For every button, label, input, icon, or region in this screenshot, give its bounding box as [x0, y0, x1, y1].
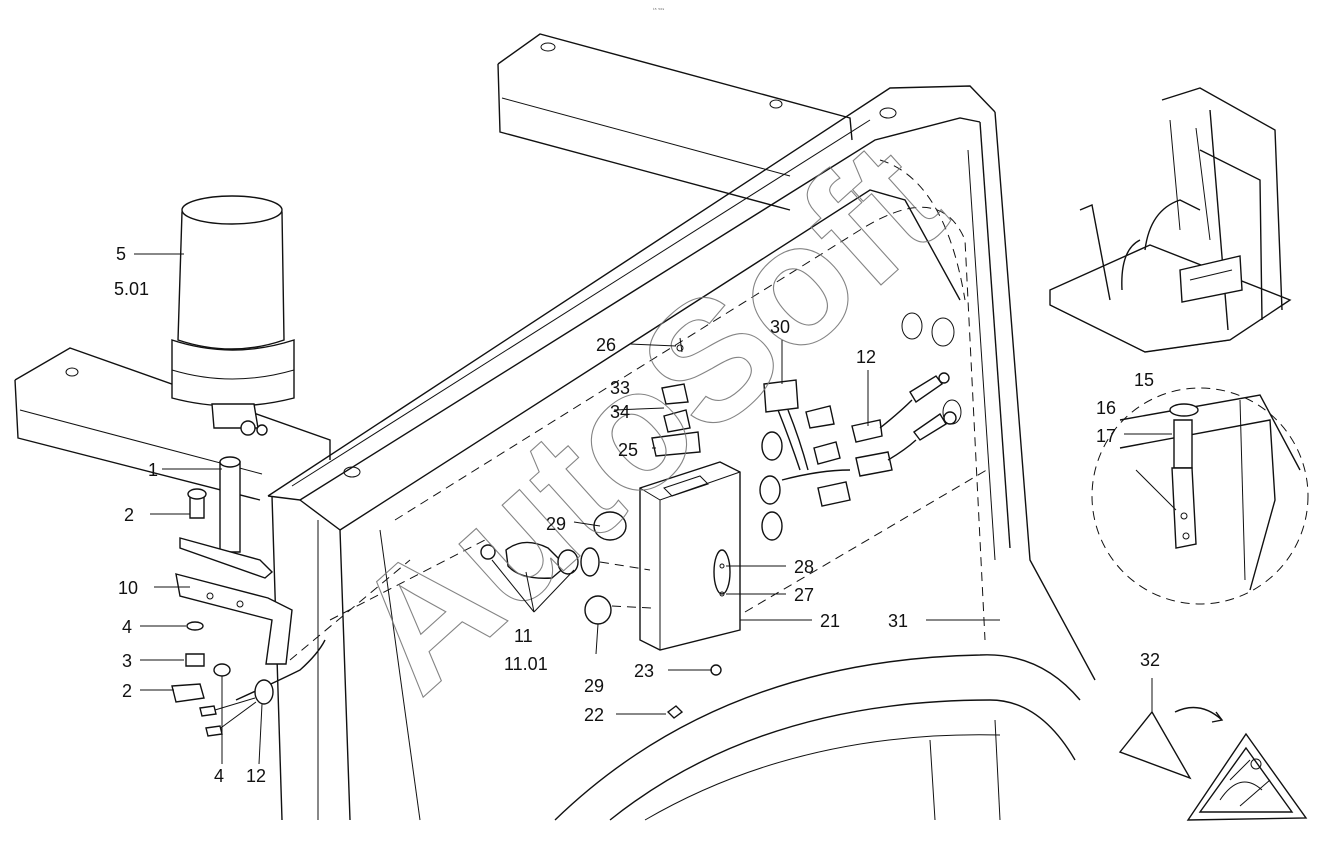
callout-21: 21	[820, 611, 840, 631]
callout-29-upper: 29	[546, 514, 566, 534]
callout-5-01: 5.01	[114, 279, 149, 299]
detail-circle	[1091, 387, 1309, 605]
callout-2-lower: 2	[122, 681, 132, 701]
callout-17: 17	[1096, 426, 1116, 446]
wiring-harness	[744, 372, 991, 613]
leader-lines	[134, 253, 1177, 765]
callout-4-lower: 4	[214, 766, 224, 786]
callout-34: 34	[610, 402, 630, 422]
callout-23: 23	[634, 661, 654, 681]
callout-31: 31	[888, 611, 908, 631]
switch-box	[480, 337, 741, 719]
callout-22: 22	[584, 705, 604, 725]
callout-12-right: 12	[856, 347, 876, 367]
beacon-mount	[171, 456, 486, 737]
callout-10: 10	[118, 578, 138, 598]
callout-26: 26	[596, 335, 616, 355]
callout-3: 3	[122, 651, 132, 671]
callout-4: 4	[122, 617, 132, 637]
callout-15: 15	[1134, 370, 1154, 390]
callout-33: 33	[610, 378, 630, 398]
callout-1: 1	[148, 460, 158, 480]
callout-2: 2	[124, 505, 134, 525]
tractor-overview-inset	[1049, 87, 1292, 353]
callout-30: 30	[770, 317, 790, 337]
callout-labels: 5 5.01 1 2 10 4 3 2 4 12 11 11.01 29 29 …	[114, 244, 1160, 786]
callout-28: 28	[794, 557, 814, 577]
beacon-lamp	[171, 195, 295, 436]
callout-5: 5	[116, 244, 126, 264]
callout-25: 25	[618, 440, 638, 460]
callout-11: 11	[514, 626, 533, 646]
callout-27: 27	[794, 585, 814, 605]
callout-11-01: 11.01	[504, 654, 548, 674]
callout-32: 32	[1140, 650, 1160, 670]
callout-29-lower: 29	[584, 676, 604, 696]
drawing-code: ¹⁵ ⁵⁶⁹	[653, 7, 664, 13]
warning-decal	[1118, 706, 1308, 821]
callout-12-left: 12	[246, 766, 266, 786]
callout-16: 16	[1096, 398, 1116, 418]
